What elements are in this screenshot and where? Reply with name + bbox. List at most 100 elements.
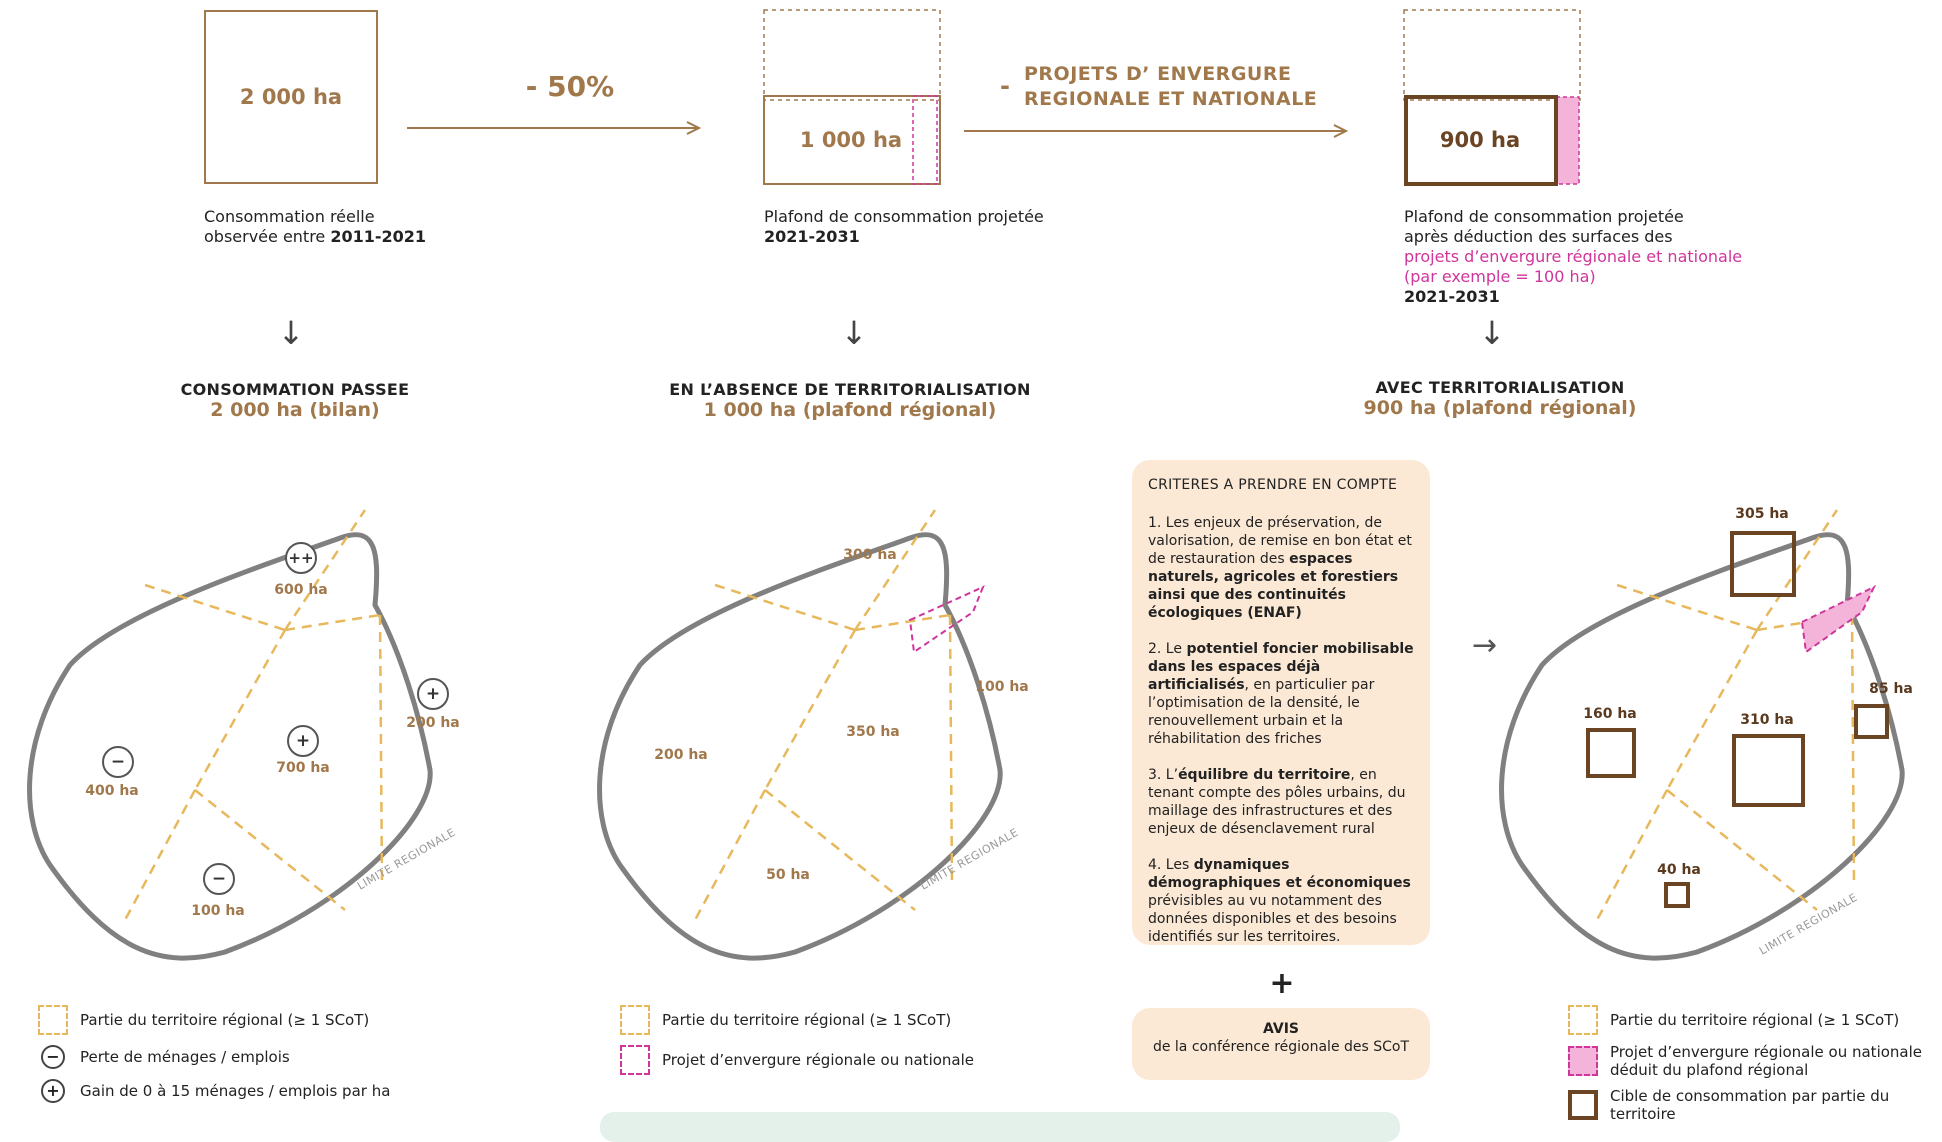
map3-label-310: 310 ha bbox=[1740, 712, 1794, 728]
legend-pink-fill-swatch bbox=[1568, 1046, 1598, 1076]
op2-label-line1: PROJETS D’ ENVERGURE bbox=[1024, 63, 1292, 85]
box2-description: Plafond de consommation projetée 2021-20… bbox=[764, 207, 1084, 247]
down-arrow-2: ↓ bbox=[840, 314, 868, 352]
map1-plus-circle-200: + bbox=[417, 678, 449, 710]
box-900ha-frame bbox=[1403, 9, 1581, 186]
map2-label-100: 100 ha bbox=[975, 679, 1029, 695]
legend-2-item-territory: Partie du territoire régional (≥ 1 SCoT) bbox=[620, 1005, 1040, 1035]
map2-label-300: 300 ha bbox=[843, 547, 897, 563]
criteria-title: CRITERES A PRENDRE EN COMPTE bbox=[1148, 477, 1398, 493]
minus-icon: − bbox=[41, 1045, 65, 1069]
box3-description: Plafond de consommation projetée après d… bbox=[1404, 207, 1804, 307]
legend-1-text-2: Gain de 0 à 15 ménages / emplois par ha bbox=[80, 1082, 391, 1100]
box1-desc-line1: Consommation réelle bbox=[204, 207, 375, 226]
map3-target-310 bbox=[1732, 734, 1805, 807]
legend-3-text-0: Partie du territoire régional (≥ 1 SCoT) bbox=[1610, 1011, 1900, 1029]
right-arrow: → bbox=[1472, 628, 1498, 663]
legend-3-text-1: Projet d’envergure régionale ou national… bbox=[1610, 1043, 1923, 1079]
legend-1-item-gain: + Gain de 0 à 15 ménages / emplois par h… bbox=[38, 1079, 458, 1103]
map1-minus-circle-400: − bbox=[102, 746, 134, 778]
map1-plusplus-circle: ++ bbox=[285, 542, 317, 574]
legend-2-text-0: Partie du territoire régional (≥ 1 SCoT) bbox=[662, 1011, 952, 1029]
map2-project-area bbox=[908, 585, 985, 654]
legend-dashed-swatch bbox=[620, 1005, 650, 1035]
section-2-subheading: 1 000 ha (plafond régional) bbox=[703, 399, 997, 421]
op2-label-line2: REGIONALE ET NATIONALE bbox=[1024, 88, 1318, 110]
map1-symbol-0: ++ bbox=[288, 549, 314, 567]
section-1-subheading: 2 000 ha (bilan) bbox=[210, 399, 380, 421]
map1-symbol-4: − bbox=[211, 869, 227, 889]
box1-desc-line2: observée entre 2011-2021 bbox=[204, 227, 464, 247]
map-3-boundary-label: LIMITE REGIONALE bbox=[1757, 891, 1860, 958]
legend-2-text-1: Projet d’envergure régionale ou national… bbox=[662, 1051, 975, 1069]
map-2: LIMITE REGIONALE bbox=[597, 509, 1021, 961]
op2-dash: - bbox=[1000, 72, 1010, 100]
criteria-plus: + bbox=[1269, 966, 1295, 1001]
map1-label-400: 400 ha bbox=[85, 783, 139, 799]
map3-label-85: 85 ha bbox=[1869, 681, 1913, 697]
box1-desc-prefix: observée entre bbox=[204, 227, 331, 246]
op2-label: PROJETS D’ ENVERGURE REGIONALE ET NATION… bbox=[1024, 62, 1354, 112]
op2-arrow bbox=[964, 124, 1349, 138]
legend-dashed-swatch bbox=[1568, 1005, 1598, 1035]
map1-label-600: 600 ha bbox=[274, 582, 328, 598]
criteria-item-4: 4. Les dynamiques démographiques et écon… bbox=[1148, 857, 1411, 945]
op1-label: - 50% bbox=[525, 70, 615, 103]
avis-title: AVIS bbox=[1262, 1021, 1299, 1037]
map1-symbol-2: + bbox=[295, 731, 311, 751]
map3-label-305: 305 ha bbox=[1735, 506, 1789, 522]
legend-dashed-swatch bbox=[38, 1005, 68, 1035]
box-1000ha-frame bbox=[763, 9, 941, 185]
map3-target-305 bbox=[1730, 531, 1796, 597]
section-2-header: EN L’ABSENCE DE TERRITORIALISATION 1 000… bbox=[640, 380, 1060, 421]
map1-minus-circle-100: − bbox=[203, 863, 235, 895]
box3-desc-pink1: projets d’envergure régionale et nationa… bbox=[1404, 247, 1743, 266]
box3-desc-period: 2021-2031 bbox=[1404, 287, 1500, 306]
section-3-header: AVEC TERRITORIALISATION 900 ha (plafond … bbox=[1330, 378, 1670, 419]
map1-plus-circle-700: + bbox=[287, 725, 319, 757]
legend-3-item-target: Cible de consommation par partie du terr… bbox=[1568, 1087, 1938, 1123]
op1-arrow bbox=[407, 121, 702, 135]
map3-target-40 bbox=[1664, 882, 1690, 908]
box2-desc-line1: Plafond de consommation projetée bbox=[764, 207, 1044, 226]
map2-label-200: 200 ha bbox=[654, 747, 708, 763]
map3-project-area bbox=[1800, 584, 1877, 654]
legend-1-item-loss: − Perte de ménages / emplois bbox=[38, 1045, 458, 1069]
legend-brown-square-swatch bbox=[1568, 1090, 1598, 1120]
map-3: LIMITE REGIONALE bbox=[1499, 509, 1905, 961]
green-box-partial bbox=[600, 1112, 1400, 1142]
map-1-outline bbox=[27, 532, 433, 961]
map3-label-40: 40 ha bbox=[1657, 862, 1701, 878]
legend-1-text-1: Perte de ménages / emplois bbox=[80, 1048, 290, 1066]
legend-1-item-territory: Partie du territoire régional (≥ 1 SCoT) bbox=[38, 1005, 458, 1035]
section-1-header: CONSOMMATION PASSEE 2 000 ha (bilan) bbox=[120, 380, 470, 421]
legend-2: Partie du territoire régional (≥ 1 SCoT)… bbox=[620, 1005, 1040, 1075]
map1-label-700: 700 ha bbox=[276, 760, 330, 776]
avis-panel: AVIS de la conférence régionale des SCoT bbox=[1132, 1008, 1430, 1080]
section-1-heading: CONSOMMATION PASSEE bbox=[180, 380, 410, 399]
legend-3: Partie du territoire régional (≥ 1 SCoT)… bbox=[1568, 1005, 1938, 1123]
section-3-heading: AVEC TERRITORIALISATION bbox=[1375, 378, 1625, 397]
map1-symbol-3: − bbox=[110, 752, 126, 772]
map2-label-50: 50 ha bbox=[766, 867, 810, 883]
map-1-boundary-label: LIMITE REGIONALE bbox=[355, 826, 458, 893]
box-2000ha-label: 2 000 ha bbox=[239, 85, 343, 109]
legend-3-item-territory: Partie du territoire régional (≥ 1 SCoT) bbox=[1568, 1005, 1938, 1035]
box1-desc-period: 2011-2021 bbox=[330, 227, 427, 246]
map3-target-85 bbox=[1854, 704, 1889, 739]
map2-label-350: 350 ha bbox=[846, 724, 900, 740]
map-1: LIMITE REGIONALE bbox=[27, 509, 458, 961]
legend-2-item-project: Projet d’envergure régionale ou national… bbox=[620, 1045, 1040, 1075]
box2-desc-period: 2021-2031 bbox=[764, 227, 860, 246]
section-3-subheading: 900 ha (plafond régional) bbox=[1363, 397, 1637, 419]
legend-3-item-project: Projet d’envergure régionale ou national… bbox=[1568, 1043, 1938, 1079]
box3-desc-pink2: (par exemple = 100 ha) bbox=[1404, 267, 1596, 286]
down-arrow-1: ↓ bbox=[277, 314, 305, 352]
box1-description: Consommation réelle observée entre 2011-… bbox=[204, 207, 464, 247]
map3-target-160 bbox=[1586, 728, 1636, 778]
criteria-item-2: 2. Le potentiel foncier mobilisable dans… bbox=[1148, 641, 1414, 747]
section-2-heading: EN L’ABSENCE DE TERRITORIALISATION bbox=[669, 380, 1031, 399]
map-2-outline bbox=[597, 532, 1003, 961]
map1-label-100: 100 ha bbox=[191, 903, 245, 919]
legend-3-text-2: Cible de consommation par partie du terr… bbox=[1610, 1087, 1890, 1123]
